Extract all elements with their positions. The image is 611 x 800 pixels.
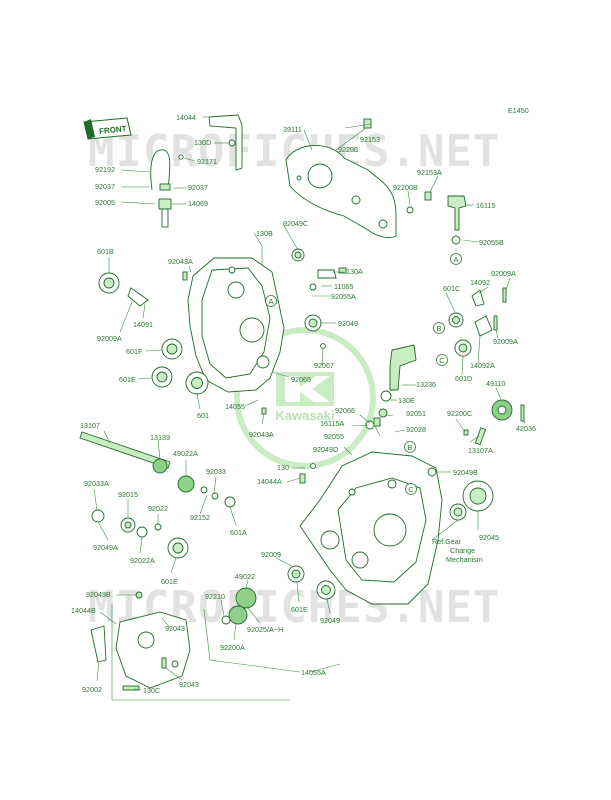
part-label: 92009A [493, 337, 518, 346]
part-label: 92049B [86, 590, 111, 599]
front-tag: FRONT [83, 117, 132, 140]
part-label: 14055 [225, 402, 245, 411]
part-label: 13107A [468, 446, 493, 455]
brand-name: Kawasaki [275, 408, 334, 423]
part-label: 130A [346, 267, 363, 276]
part-label: 92055B [479, 238, 504, 247]
marker-c2: C [408, 485, 414, 494]
part-label: 49022 [235, 572, 255, 581]
part-label: 92192 [95, 165, 115, 174]
ref-note-line-1: Ref.Gear [432, 537, 462, 546]
part-label: 601B [97, 247, 114, 256]
part-label: 14055A [301, 668, 326, 677]
part-label: 601A [230, 528, 247, 537]
part-labels: 14044 130D 92192 92171 92037 92037 92005… [71, 113, 536, 695]
kawasaki-logo: Kawasaki [234, 327, 376, 469]
ref-note-line-3: Mechanism [446, 555, 483, 564]
part-label: 92037 [95, 182, 115, 191]
part-label: 92055A [331, 292, 356, 301]
part-label: 92067 [314, 361, 334, 370]
marker-b2: B [407, 443, 412, 452]
part-label: 92022A [130, 556, 155, 565]
part-label: 92200A [220, 643, 245, 652]
part-label: 92200B [393, 183, 418, 192]
part-label: 92049 [320, 616, 340, 625]
part-label: 92037 [188, 183, 208, 192]
part-label: 92049D [313, 445, 338, 454]
part-label: 92049A [93, 543, 118, 552]
marker-c1: C [439, 356, 445, 365]
part-label: 14069 [188, 199, 208, 208]
part-label: 92065 [291, 375, 311, 384]
part-label: 92049B [453, 468, 478, 477]
part-label: 92022 [148, 504, 168, 513]
ref-note-line-2: Change [450, 546, 475, 555]
part-label: 13139 [150, 433, 170, 442]
part-label: 92033 [206, 467, 226, 476]
part-label: 92002 [82, 685, 102, 694]
part-label: 130D [194, 138, 211, 147]
part-label: 130 [277, 463, 289, 472]
part-label: 14044A [257, 477, 282, 486]
part-label: 92055 [324, 432, 344, 441]
part-label: 92171 [197, 157, 217, 166]
ref-note: Ref.Gear Change Mechanism [432, 537, 483, 564]
part-label: 601E [119, 375, 136, 384]
part-label: 92043A [249, 430, 274, 439]
part-label: 92210 [205, 592, 225, 601]
part-label: 13236 [416, 380, 436, 389]
part-label: 92028 [406, 425, 426, 434]
part-label: 42036 [516, 424, 536, 433]
part-label: 92015 [118, 490, 138, 499]
part-label: 14092A [470, 361, 495, 370]
part-label: 39111 [283, 125, 302, 134]
part-label: 601C [443, 284, 460, 293]
part-label: 601D [455, 374, 472, 383]
part-label: 130C [143, 686, 160, 695]
part-label: 16115A [320, 419, 344, 428]
part-label: 601E [161, 577, 178, 586]
part-label: 92049 [338, 319, 358, 328]
part-label: 601 [197, 411, 209, 420]
part-label: 130E [398, 396, 415, 405]
front-label: FRONT [99, 124, 127, 136]
part-label: 92009A [97, 334, 122, 343]
part-label: 14044 [176, 113, 196, 122]
part-label: 92005 [95, 198, 115, 207]
part-label: 92153 [360, 135, 380, 144]
marker-a2: A [453, 255, 458, 264]
part-label: 92049C [283, 219, 308, 228]
part-label: 92153A [417, 168, 442, 177]
part-label: 92051 [406, 409, 426, 418]
part-label: 49110 [486, 379, 505, 388]
marker-a1: A [268, 297, 273, 306]
part-label: 92152 [190, 513, 210, 522]
part-label: 92200C [447, 409, 472, 418]
part-label: 130B [256, 229, 273, 238]
part-label: 92200 [338, 145, 358, 154]
leader-lines [93, 116, 526, 701]
part-label: 92009 [261, 550, 281, 559]
marker-b1: B [436, 324, 441, 333]
part-label: 13107 [80, 421, 100, 430]
part-label: 92045 [479, 533, 499, 542]
part-label: 14092 [470, 278, 490, 287]
circle-markers: A A B B C C [265, 253, 462, 495]
part-label: 92043A [168, 257, 193, 266]
part-label: 92066 [335, 406, 355, 415]
part-label: 11065 [334, 282, 353, 291]
part-label: 92025/A~H [247, 625, 283, 634]
part-label: 92043 [165, 624, 185, 633]
part-label: 14091 [133, 320, 153, 329]
part-label: 49022A [173, 449, 198, 458]
part-label: 601F [126, 347, 143, 356]
part-label: 92043 [179, 680, 199, 689]
part-label: 16115 [476, 201, 495, 210]
part-label: 601E [291, 605, 308, 614]
part-label: 92033A [84, 479, 109, 488]
figure-id: E1450 [508, 106, 529, 115]
part-label: 14044B [71, 606, 96, 615]
part-label: 92009A [491, 269, 516, 278]
